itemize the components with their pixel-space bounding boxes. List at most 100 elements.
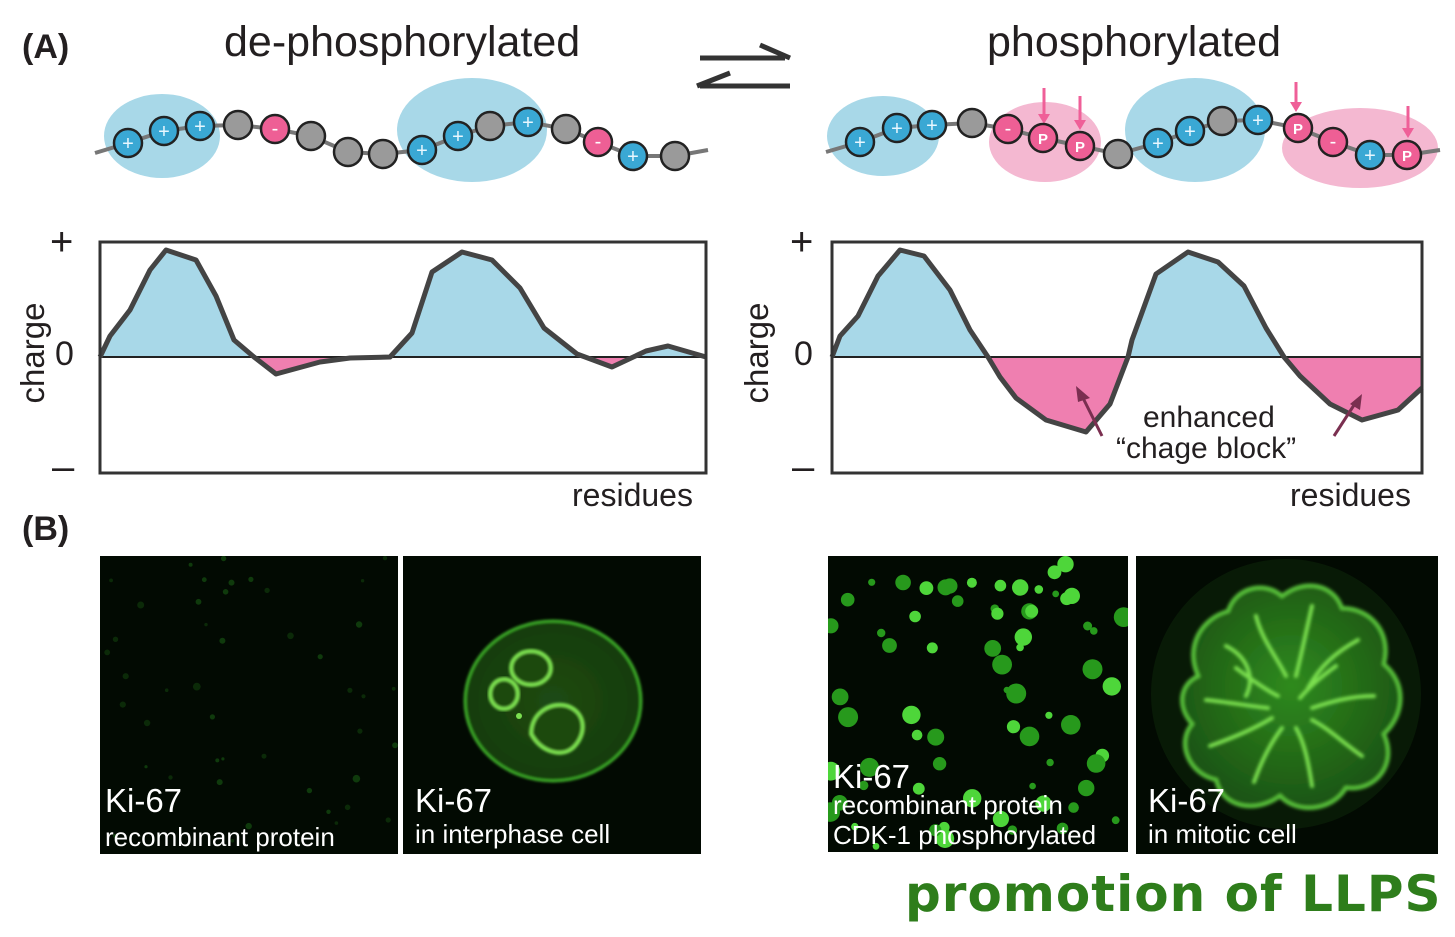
droplet [1034, 585, 1044, 594]
droplet [831, 795, 848, 811]
annotation-line-2: “chage block” [1116, 432, 1297, 465]
droplet [385, 817, 391, 823]
droplet [992, 654, 1012, 675]
image-caption: recombinant protein [833, 790, 1063, 820]
negative-residue: - [582, 126, 614, 158]
y-axis-title: charge [738, 302, 775, 404]
droplet [851, 822, 859, 831]
droplet [164, 688, 169, 692]
y-bottom-label: – [52, 445, 75, 489]
positive-residue: + [512, 106, 544, 138]
mitotic-chromosomes [1151, 559, 1421, 829]
neutral-residue [550, 113, 582, 145]
positive-residue: + [916, 109, 948, 141]
droplet [357, 728, 363, 734]
positive-residue: + [112, 127, 144, 159]
svg-text:+: + [194, 116, 206, 138]
neutral-residue [295, 120, 327, 152]
droplet [882, 638, 897, 653]
svg-text:+: + [1152, 133, 1164, 155]
charge-plot-left [97, 240, 708, 475]
svg-text:+: + [627, 146, 639, 168]
droplet [112, 636, 119, 642]
neutral-residue [1206, 105, 1238, 137]
droplet [937, 579, 954, 596]
image-caption: in interphase cell [415, 819, 611, 849]
droplet [994, 579, 1007, 592]
droplet [895, 574, 911, 591]
image-caption: recombinant protein [105, 822, 335, 852]
droplet [248, 576, 254, 582]
positive-residue: + [148, 115, 180, 147]
droplet [1086, 754, 1106, 773]
droplet [188, 562, 193, 567]
svg-text:P: P [1038, 131, 1048, 148]
droplet [347, 687, 353, 693]
annotation-arrow-icon [1332, 401, 1358, 437]
droplet [1045, 711, 1053, 719]
droplet [840, 592, 855, 607]
droplet [334, 821, 339, 825]
llps-caption: promotion of LLPS [905, 865, 1442, 923]
positive-residue: + [442, 120, 474, 152]
negative-residue: - [992, 113, 1024, 145]
droplet [1014, 628, 1032, 646]
plot-frame [98, 240, 708, 475]
positive-charge-area [390, 252, 577, 357]
droplet [911, 729, 923, 741]
droplet [168, 775, 173, 780]
droplet [1046, 758, 1054, 767]
phospho-residue: P [1391, 139, 1423, 171]
neutral-residue [222, 109, 254, 141]
droplet [201, 577, 207, 583]
svg-text:+: + [854, 132, 866, 154]
droplet [192, 682, 201, 691]
droplet [1057, 556, 1074, 573]
droplet [902, 705, 921, 725]
droplet [306, 787, 313, 794]
droplet [868, 578, 876, 586]
svg-text:+: + [122, 133, 134, 155]
y-top-label: + [50, 220, 74, 264]
positive-residue: + [844, 126, 876, 158]
right-state-title: phosphorylated [987, 18, 1282, 66]
droplet [215, 758, 220, 763]
positive-residue: + [1354, 139, 1386, 171]
svg-text:P: P [1402, 148, 1412, 165]
interphase-nucleus [463, 619, 643, 783]
y-zero-label: 0 [794, 335, 813, 373]
droplet [872, 842, 880, 850]
droplet [838, 707, 859, 728]
negative-residue: - [1317, 126, 1349, 158]
droplet [219, 637, 226, 644]
positive-residue: + [617, 140, 649, 172]
svg-text:-: - [595, 131, 602, 153]
image-title: Ki-67 [833, 758, 911, 795]
droplet [963, 789, 982, 808]
positive-charge-area [100, 250, 254, 357]
svg-text:+: + [1252, 110, 1264, 132]
phospho-residue: P [1064, 130, 1096, 162]
droplet [1012, 579, 1029, 596]
droplet [317, 654, 323, 660]
droplet [109, 578, 113, 583]
droplet [1016, 643, 1024, 652]
droplet [209, 714, 215, 720]
positive-charge-area [1128, 252, 1284, 357]
annotation-line-1: enhanced [1143, 401, 1275, 434]
droplet [1111, 816, 1120, 825]
negative-charge-area [988, 357, 1128, 432]
panel-b-label: (B) [22, 510, 70, 548]
droplet [326, 809, 331, 814]
neutral-residue [367, 138, 399, 170]
droplet [927, 728, 945, 746]
y-zero-label: 0 [55, 335, 74, 373]
droplet [245, 822, 252, 830]
droplet [859, 780, 869, 791]
neutral-residue [1102, 138, 1134, 170]
droplet [932, 757, 947, 771]
droplet [360, 579, 365, 583]
droplet [352, 774, 361, 783]
